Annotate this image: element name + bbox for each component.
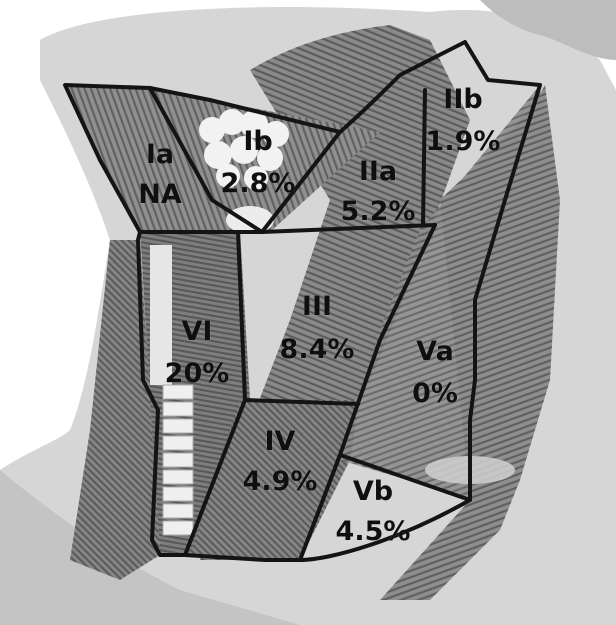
label-iii-value: 8.4%: [280, 334, 355, 365]
label-ib-value: 2.8%: [221, 168, 296, 199]
label-iii-name: III: [302, 291, 332, 322]
label-vb-name: Vb: [353, 476, 393, 507]
label-vi-name: VI: [182, 316, 213, 347]
label-iib-value: 1.9%: [426, 126, 501, 157]
label-ia-name: Ia: [146, 139, 174, 170]
label-va-name: Va: [416, 336, 454, 367]
boundary-iia-iib: [423, 90, 425, 225]
label-iib-name: IIb: [443, 84, 482, 115]
label-iia-name: IIa: [359, 156, 397, 187]
label-iv-value: 4.9%: [243, 466, 318, 497]
label-ia-value: NA: [138, 179, 182, 210]
label-ib-name: Ib: [243, 126, 272, 157]
label-vi-value: 20%: [165, 358, 230, 389]
label-iia-value: 5.2%: [341, 196, 416, 227]
label-iv-name: IV: [265, 426, 296, 457]
label-vb-value: 4.5%: [336, 516, 411, 547]
label-va-value: 0%: [412, 378, 458, 409]
